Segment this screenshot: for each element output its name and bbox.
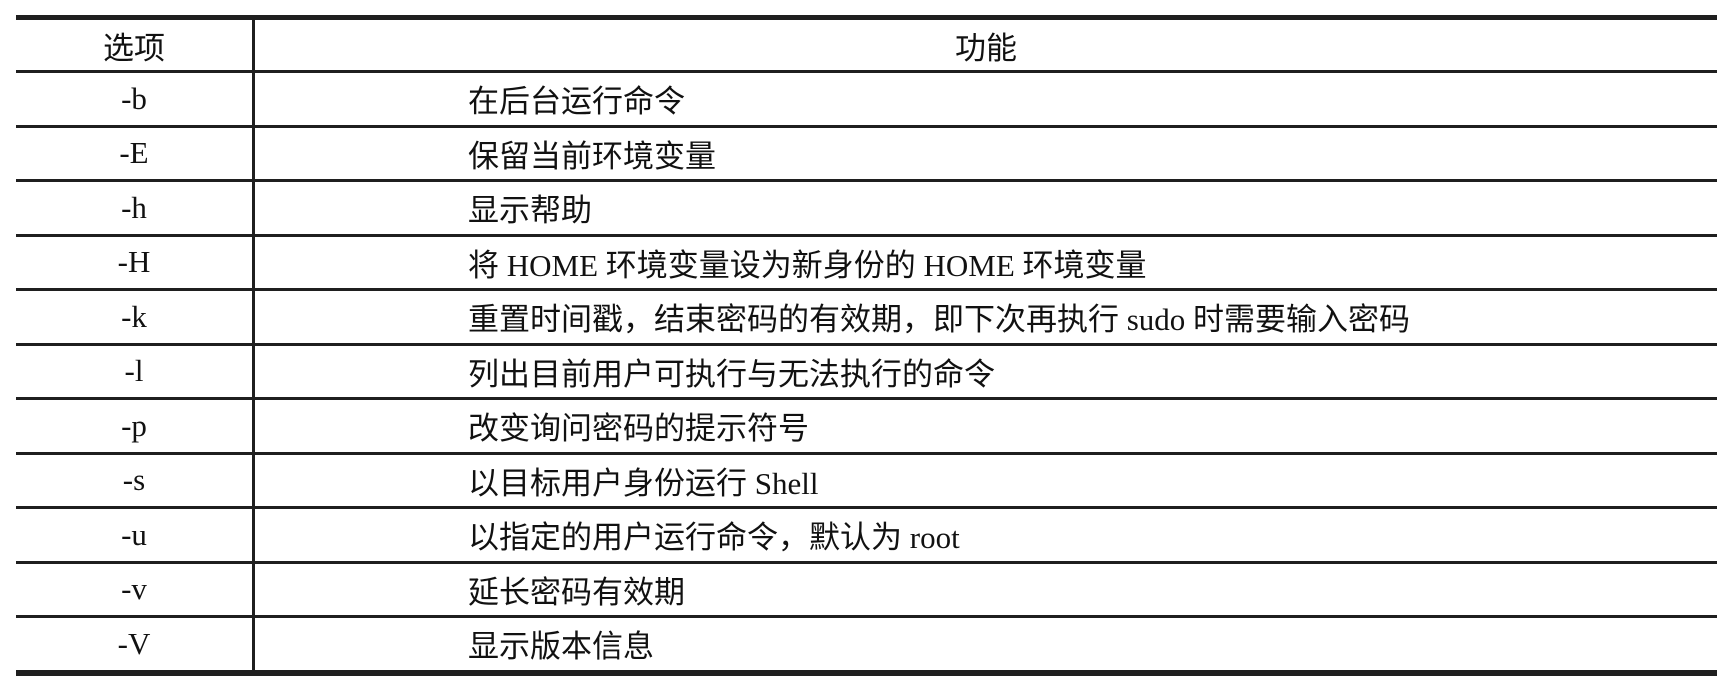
function-cell: 在后台运行命令 xyxy=(468,84,685,120)
option-cell: -V xyxy=(16,618,255,670)
function-cell: 重置时间戳，结束密码的有效期，即下次再执行 sudo 时需要输入密码 xyxy=(468,302,1411,338)
function-cell: 改变询问密码的提示符号 xyxy=(468,411,809,447)
function-cell: 以指定的用户运行命令，默认为 root xyxy=(468,520,960,556)
table-row: -u 以指定的用户运行命令，默认为 root xyxy=(16,509,1717,564)
option-cell: -E xyxy=(16,127,255,179)
table-row: -s 以目标用户身份运行 Shell xyxy=(16,454,1717,509)
table-row: -V 显示版本信息 xyxy=(16,618,1717,670)
option-cell: -H xyxy=(16,236,255,288)
header-function: 功能 xyxy=(955,30,1017,66)
option-cell: -s xyxy=(16,454,255,506)
option-cell: -l xyxy=(16,345,255,397)
table-row: -H 将 HOME 环境变量设为新身份的 HOME 环境变量 xyxy=(16,236,1717,291)
function-cell: 以目标用户身份运行 Shell xyxy=(468,465,819,501)
option-cell: -u xyxy=(16,509,255,561)
option-cell: -k xyxy=(16,291,255,343)
option-cell: -p xyxy=(16,400,255,452)
function-cell: 列出目前用户可执行与无法执行的命令 xyxy=(468,356,995,392)
table-row: -b 在后台运行命令 xyxy=(16,73,1717,128)
function-cell: 延长密码有效期 xyxy=(468,574,685,610)
table-row: -E 保留当前环境变量 xyxy=(16,127,1717,182)
table-row: -k 重置时间戳，结束密码的有效期，即下次再执行 sudo 时需要输入密码 xyxy=(16,291,1717,346)
table-row: -h 显示帮助 xyxy=(16,182,1717,237)
function-cell: 显示版本信息 xyxy=(468,629,654,665)
option-cell: -b xyxy=(16,73,255,125)
table-row: -p 改变询问密码的提示符号 xyxy=(16,400,1717,455)
option-cell: -v xyxy=(16,563,255,615)
table-row: -v 延长密码有效期 xyxy=(16,563,1717,618)
table-row: -l 列出目前用户可执行与无法执行的命令 xyxy=(16,345,1717,400)
option-cell: -h xyxy=(16,182,255,234)
function-cell: 保留当前环境变量 xyxy=(468,138,716,174)
function-cell: 将 HOME 环境变量设为新身份的 HOME 环境变量 xyxy=(468,247,1147,283)
sudo-options-table: 选项 功能 -b 在后台运行命令 -E 保留当前环境变量 -h 显示帮助 -H … xyxy=(16,15,1717,676)
function-cell: 显示帮助 xyxy=(468,193,592,229)
header-option: 选项 xyxy=(16,20,255,70)
table-header-row: 选项 功能 xyxy=(16,20,1717,73)
